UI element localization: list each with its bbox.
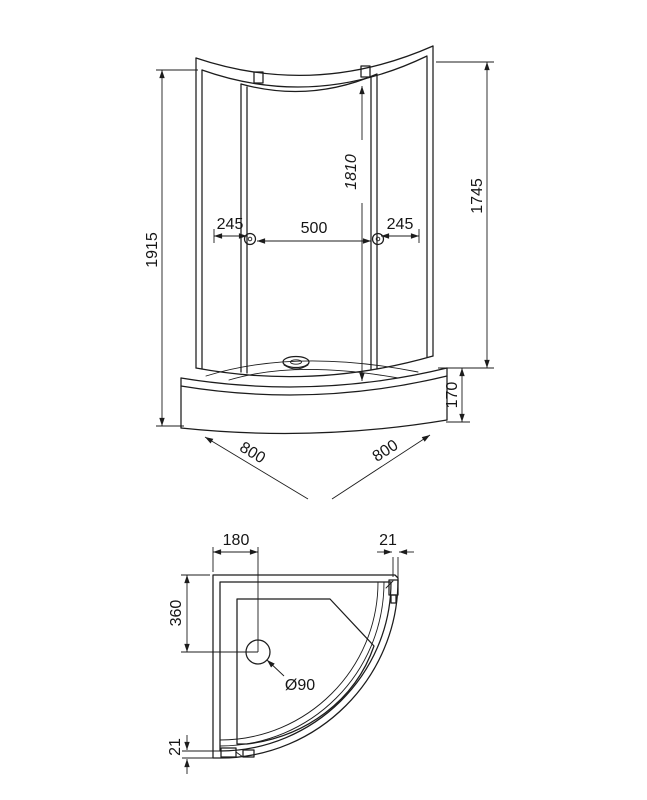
- plan-profile-top-right: [385, 579, 399, 604]
- handle-right: [371, 232, 385, 246]
- dim-label-side-width-right: 800: [370, 437, 402, 466]
- dim-total-height: 1915: [144, 69, 198, 427]
- plan-view: [212, 574, 399, 759]
- plan-door-glass-inner: [219, 581, 379, 741]
- dim-label-door-height: 1745: [469, 178, 486, 214]
- door-handles: [243, 232, 385, 246]
- dim-left-panel-width: 245: [213, 216, 247, 243]
- dim-label-total-height: 1915: [144, 232, 161, 268]
- dim-label-drain-offset-x: 180: [223, 532, 250, 549]
- dim-label-drain-offset-y: 360: [168, 600, 185, 627]
- plan-view-dimensions: 180 21 360 Ø90 21: [167, 532, 414, 774]
- dim-label-side-width-left: 800: [236, 439, 268, 467]
- dim-side-width-left: 800: [204, 436, 309, 500]
- handle-left: [243, 232, 257, 246]
- drain-front: [282, 355, 310, 370]
- front-view-dimensions: 1915 1745 1810 170 245 500: [144, 61, 494, 500]
- enclosure-frame: [195, 45, 434, 378]
- dim-label-drain-diameter: Ø90: [285, 677, 315, 694]
- dim-tray-height: 170: [444, 368, 470, 423]
- dim-inner-height: 1810: [343, 86, 365, 381]
- dim-label-door-opening-width: 500: [301, 220, 328, 237]
- plan-basin: [236, 598, 375, 745]
- dim-side-width-right: 800: [331, 434, 431, 500]
- plan-door-glass-outer: [219, 581, 385, 747]
- dim-door-opening-width: 500: [257, 220, 371, 244]
- dim-label-profile-width-top: 21: [379, 532, 397, 549]
- dim-label-inner-height: 1810: [343, 154, 360, 190]
- dim-door-height: 1745: [436, 61, 494, 369]
- door-roller-right: [360, 65, 371, 78]
- plan-outline: [212, 574, 399, 759]
- dim-profile-width-top: 21: [377, 532, 414, 580]
- dim-drain-offset-y: 360: [168, 574, 258, 653]
- front-elevation-view: [180, 45, 448, 435]
- dim-label-profile-width-bottom: 21: [167, 738, 184, 756]
- dim-drain-diameter: Ø90: [266, 659, 315, 694]
- dim-profile-width-bottom: 21: [167, 735, 222, 774]
- dim-drain-offset-x: 180: [212, 532, 259, 652]
- plan-profile-bottom-left: [220, 747, 255, 758]
- shower-tray-front: [180, 360, 448, 435]
- dim-right-panel-width: 245: [381, 216, 420, 243]
- dim-label-tray-height: 170: [444, 382, 461, 409]
- dim-label-left-panel-width: 245: [217, 216, 244, 233]
- door-roller-left: [253, 71, 264, 84]
- dim-label-right-panel-width: 245: [387, 216, 414, 233]
